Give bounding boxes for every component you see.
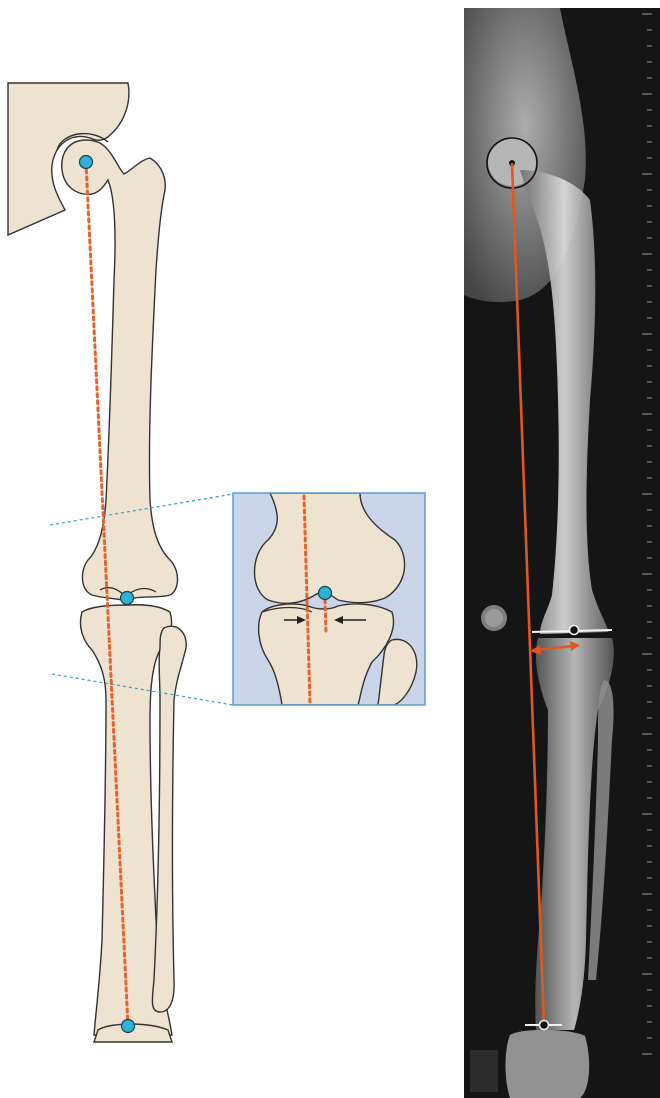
xray-ankle — [506, 1030, 590, 1098]
inset-knee-center-dot-icon — [319, 587, 332, 600]
radiograph-panel — [464, 8, 660, 1098]
illustration-panel — [8, 83, 425, 1042]
knee-inset — [233, 493, 425, 705]
ankle-center-dot-icon — [122, 1020, 135, 1033]
femur-bone — [62, 140, 178, 600]
fibula-bone — [152, 626, 186, 1012]
xray-ankle-center-point — [540, 1021, 549, 1030]
knee-center-dot-icon — [121, 592, 134, 605]
xray-knee-center-point — [570, 626, 579, 635]
xray-shadow-block — [470, 1050, 498, 1092]
hip-center-dot-icon — [80, 156, 93, 169]
